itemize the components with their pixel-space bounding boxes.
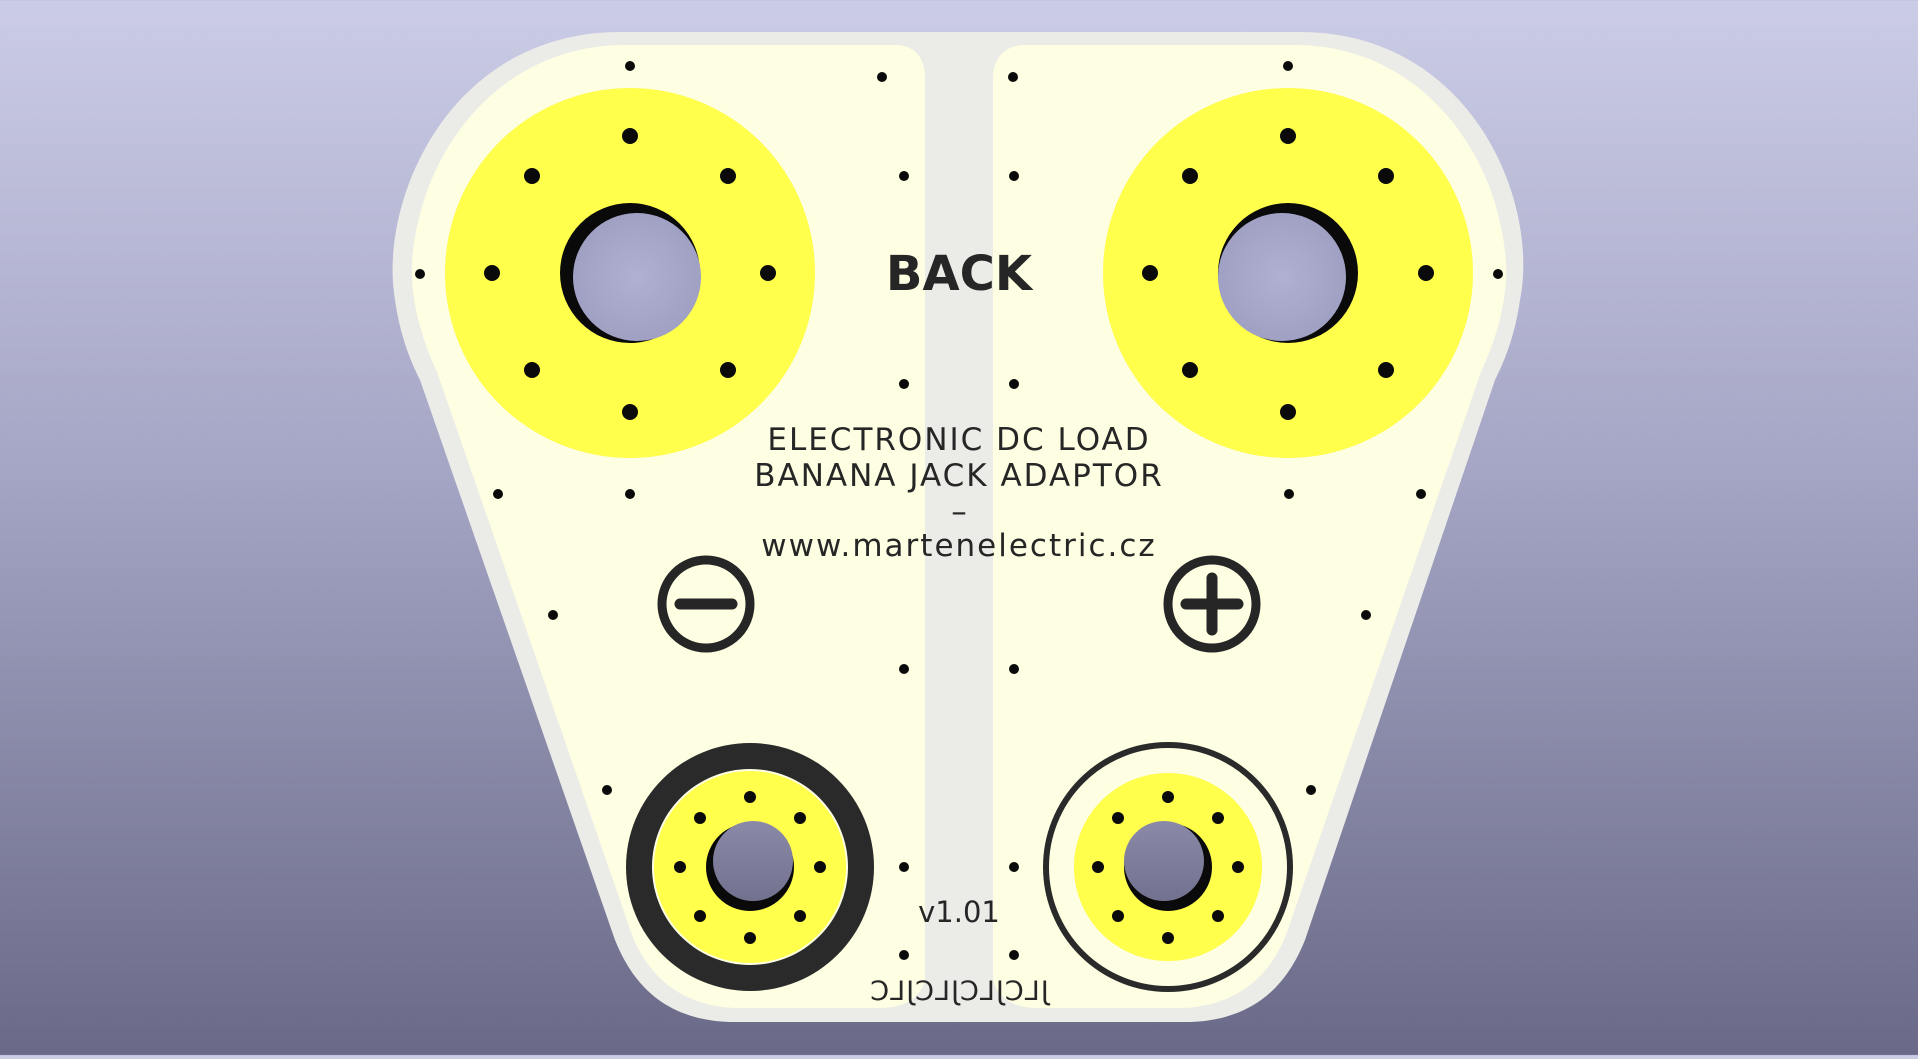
via-ring bbox=[484, 128, 776, 420]
stitching-vias bbox=[415, 61, 1503, 960]
minus-icon bbox=[657, 555, 755, 653]
title-line-1: ELECTRONIC DC LOAD bbox=[767, 422, 1150, 458]
version-label: v1.01 bbox=[918, 895, 1000, 929]
website: www.martenelectric.cz bbox=[761, 528, 1156, 564]
via-ring bbox=[674, 791, 826, 944]
pad-top-right bbox=[1103, 88, 1473, 458]
title-line-2: BANANA JACK ADAPTOR bbox=[754, 458, 1164, 494]
fab-mark: JLCJLCJLCJLC bbox=[869, 976, 1050, 1007]
side-label: BACK bbox=[886, 246, 1034, 302]
pad-bottom-right bbox=[1043, 742, 1293, 992]
pad-bottom-left bbox=[626, 743, 874, 991]
pad-top-left bbox=[445, 88, 815, 458]
separator: – bbox=[951, 494, 967, 530]
via-ring bbox=[1092, 791, 1244, 944]
plus-icon bbox=[1163, 555, 1261, 653]
via-ring bbox=[1142, 128, 1434, 420]
